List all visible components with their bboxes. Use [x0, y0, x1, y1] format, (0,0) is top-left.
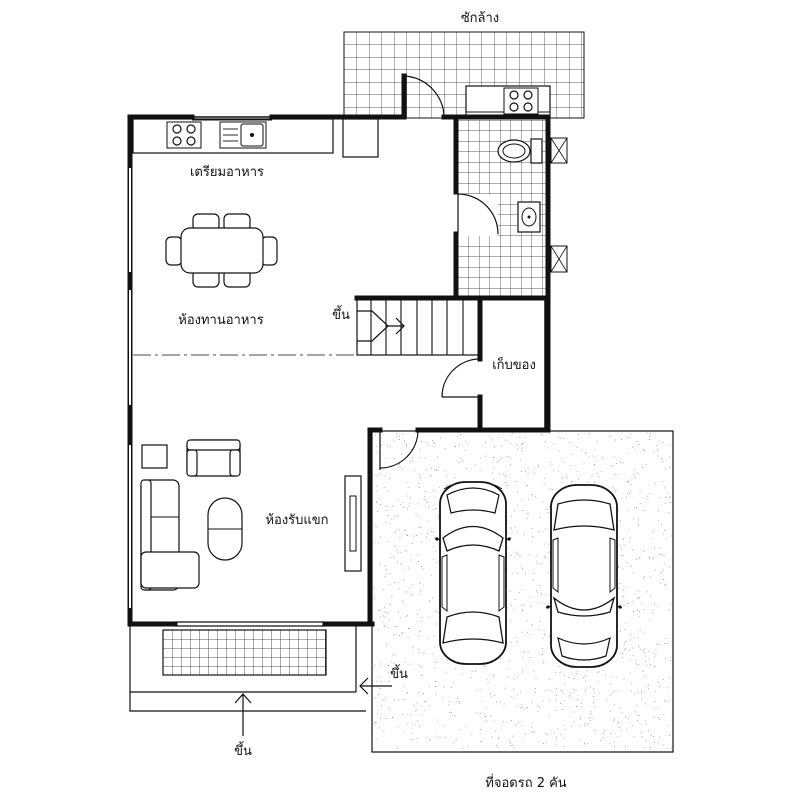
kitchen-counter	[132, 118, 334, 154]
carport-entry: ขึ้น	[359, 664, 408, 695]
arrow-left-icon	[359, 677, 392, 695]
laundry-stove-icon	[503, 87, 539, 115]
side-table	[141, 444, 168, 469]
wall-light-icon	[550, 137, 568, 164]
front-terrace: ขึ้น	[129, 626, 366, 759]
carport-label: ที่จอดรถ 2 คัน	[485, 774, 567, 791]
armchair-icon	[186, 439, 241, 477]
food-prep-label: เตรียมอาหาร	[190, 164, 264, 180]
entry-door-swing	[379, 429, 419, 469]
bathroom	[457, 120, 548, 298]
carport-up-label: ขึ้น	[390, 664, 408, 682]
living-room-label: ห้องรับแขก	[265, 513, 328, 528]
laundry-door-swing	[403, 75, 445, 119]
arrow-up-icon	[234, 693, 252, 736]
coffee-table-icon	[207, 497, 243, 561]
tv-cabinet	[344, 475, 362, 572]
stove-icon	[166, 121, 202, 149]
wall-light-icon	[550, 245, 568, 273]
walls	[127, 73, 551, 627]
carport-floor	[371, 430, 674, 753]
kitchen-sink-icon	[219, 121, 267, 149]
sofa-icon	[140, 479, 200, 591]
basin-icon	[517, 201, 541, 233]
bathroom-door-clear	[458, 194, 498, 236]
front-up-label: ขึ้น	[234, 741, 252, 759]
dining-room-label: ห้องทานอาหาร	[178, 313, 263, 328]
storage-label: เก็บของ	[492, 355, 536, 373]
storage-door	[441, 358, 481, 398]
staircase	[356, 297, 480, 356]
dining-table-icon	[165, 213, 278, 288]
bathroom-door-swing	[457, 193, 499, 235]
toilet-icon	[497, 138, 543, 164]
tiled-mat	[162, 629, 327, 676]
carport: ที่จอดรถ 2 คัน	[371, 430, 674, 791]
stair-arrow-icon	[357, 310, 405, 342]
refrigerator	[342, 118, 379, 158]
laundry-label: ซักล้าง	[461, 11, 499, 26]
car-icon	[434, 481, 512, 665]
laundry-area: ซักล้าง	[343, 11, 585, 119]
car-icon	[545, 484, 623, 668]
stairs-up-label: ขึ้น	[332, 305, 350, 323]
